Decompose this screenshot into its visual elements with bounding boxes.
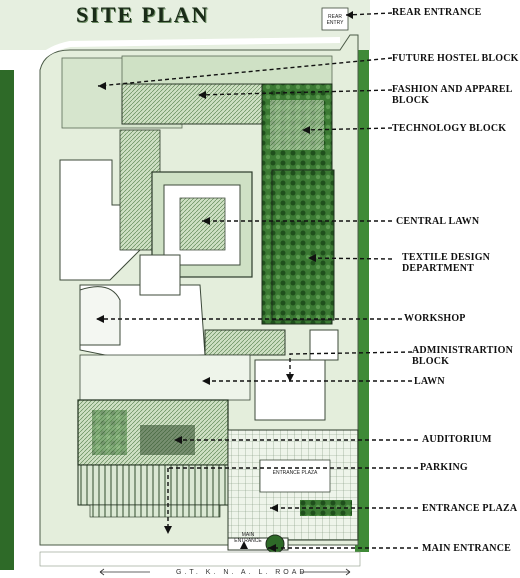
label-administration-block: ADMINISTRARTION BLOCK bbox=[412, 345, 513, 367]
administration-building bbox=[204, 329, 286, 356]
road-label: G.T. K. N. A. L. ROAD bbox=[176, 569, 308, 576]
parking-area bbox=[77, 464, 229, 506]
plan-text-rear-entry: REAR ENTRY bbox=[326, 14, 344, 26]
arrow-rear-entrance bbox=[345, 12, 393, 16]
label-entrance-plaza: ENTRANCE PLAZA bbox=[422, 503, 518, 514]
lawn-area bbox=[79, 354, 251, 401]
arrow-textile bbox=[307, 257, 393, 260]
textile-design-building bbox=[271, 169, 335, 321]
label-fashion-apparel-block: FASHION AND APPAREL BLOCK bbox=[392, 84, 513, 106]
label-main-entrance: MAIN ENTRANCE bbox=[422, 543, 511, 554]
fashion-apparel-building bbox=[121, 83, 263, 125]
label-rear-entrance: REAR ENTRANCE bbox=[392, 7, 482, 18]
south-road bbox=[39, 551, 361, 567]
label-workshop: WORKSHOP bbox=[404, 313, 466, 324]
label-auditorium: AUDITORIUM bbox=[422, 434, 492, 445]
west-vegetation-strip bbox=[0, 70, 14, 570]
label-technology-block: TECHNOLOGY BLOCK bbox=[392, 123, 507, 134]
plan-text-entrance-plaza: ENTRANCE PLAZA bbox=[272, 470, 318, 476]
label-future-hostel-block: FUTURE HOSTEL BLOCK bbox=[392, 53, 519, 64]
arrow-administration bbox=[289, 351, 413, 378]
arrow-technology bbox=[301, 127, 393, 131]
plan-text-main-entrance: MAIN ENTRANCE bbox=[234, 532, 262, 544]
arrow-future-hostel bbox=[97, 57, 393, 87]
boundary-road bbox=[25, 37, 341, 91]
label-lawn: LAWN bbox=[414, 376, 445, 387]
rear-entrance-gate bbox=[321, 7, 349, 31]
label-parking: PARKING bbox=[420, 462, 468, 473]
label-textile-design-department: TEXTILE DESIGN DEPARTMENT bbox=[402, 252, 491, 274]
page-title: SITE PLAN bbox=[76, 2, 210, 27]
arrow-fashion-apparel bbox=[197, 89, 393, 96]
label-central-lawn: CENTRAL LAWN bbox=[396, 216, 480, 227]
